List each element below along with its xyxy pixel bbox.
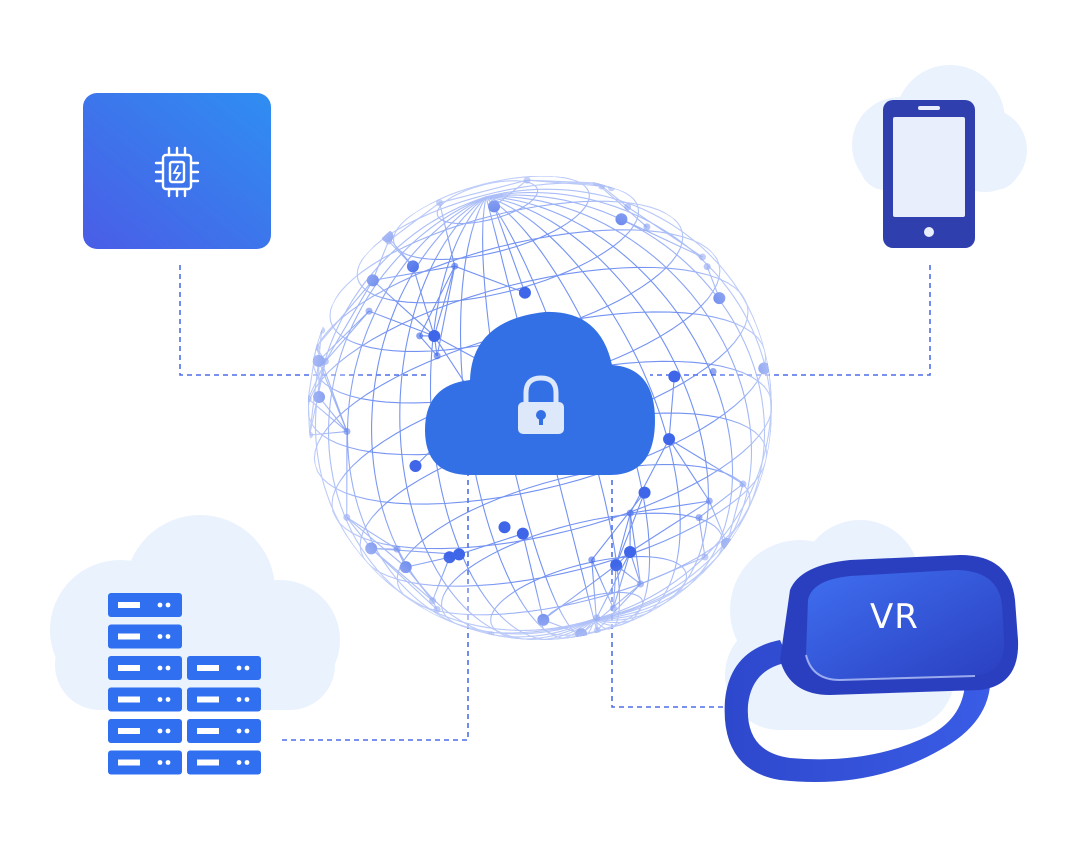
padlock-icon	[518, 375, 564, 434]
server-bg-cloud	[50, 515, 340, 710]
server-rack-icon	[108, 593, 261, 775]
server-unit	[108, 719, 182, 743]
server-unit	[187, 719, 261, 743]
vr-front-panel	[806, 570, 1005, 680]
server-unit	[108, 593, 182, 617]
vr-headset-icon: VR	[724, 555, 1019, 782]
mobile-phone-icon	[883, 100, 975, 248]
server-unit	[187, 656, 261, 680]
server-unit	[108, 750, 182, 775]
vr-label: VR	[870, 597, 919, 637]
cpu-chip-icon	[154, 146, 200, 198]
server-unit	[108, 624, 182, 649]
cloud-lock-icon	[425, 311, 655, 475]
vr-strap	[724, 640, 991, 782]
server-unit	[187, 687, 261, 712]
connector-phone	[650, 265, 931, 376]
server-unit	[187, 750, 261, 775]
cpu-chip-card	[83, 93, 271, 249]
server-unit	[108, 656, 182, 680]
server-unit	[108, 687, 182, 712]
connector-chip	[179, 265, 430, 376]
